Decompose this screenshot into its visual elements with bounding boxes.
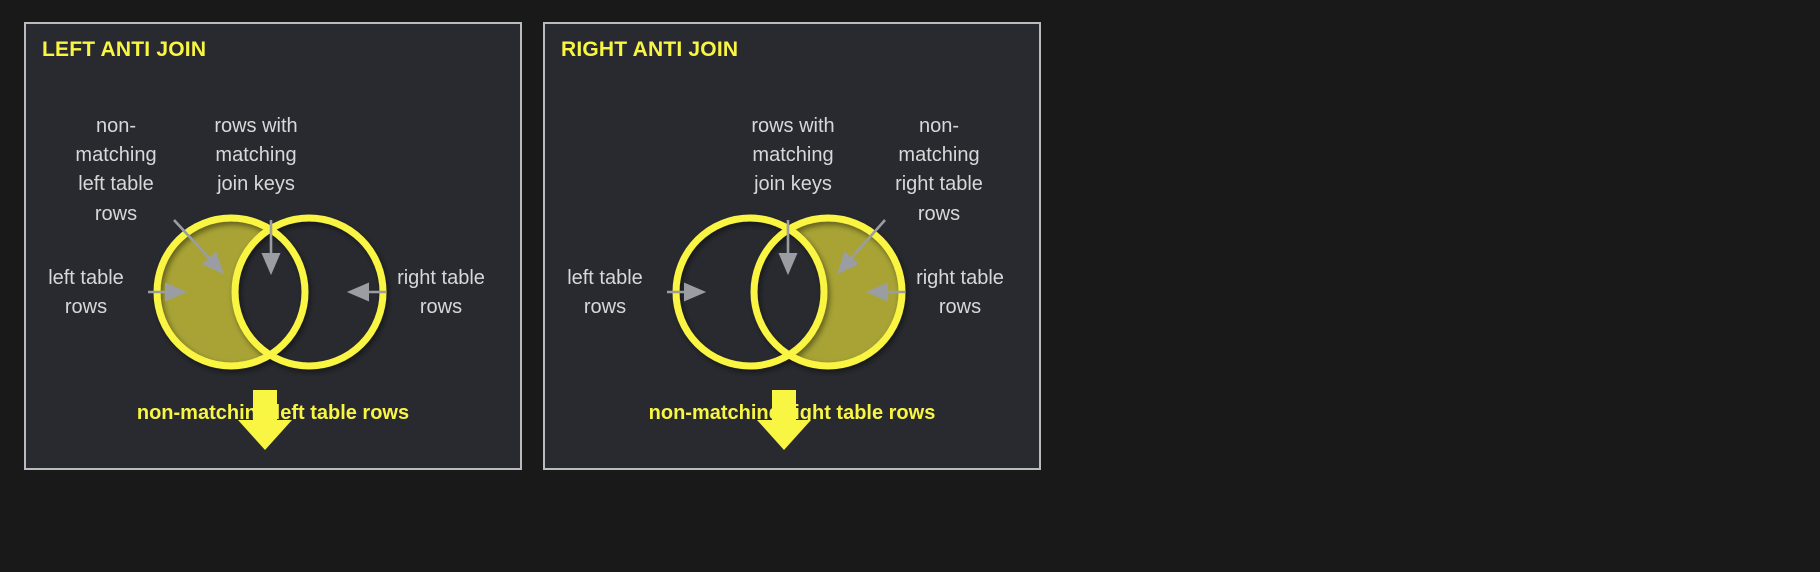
venn-diagram-left: non- matching left table rows rows with … [26, 24, 524, 472]
annotation-left-table-rows: left table rows [567, 267, 643, 319]
venn-diagram-right: rows with matching join keys non- matchi… [545, 24, 1043, 472]
annotation-matching-join-keys: rows with matching join keys [751, 115, 835, 196]
result-down-arrow [757, 390, 811, 450]
result-label: non-matching left table rows [136, 402, 410, 424]
arrow-to-left-only [173, 219, 225, 275]
panel-left-anti-join: LEFT ANTI JOIN [24, 22, 524, 472]
annotation-left-table-rows: left table rows [48, 267, 124, 319]
venn-svg [26, 24, 524, 472]
annotation-right-table-rows: right table rows [397, 267, 485, 319]
panel-right-anti-join: RIGHT ANTI JOIN [543, 22, 1043, 472]
annotation-non-matching-left-rows: non- matching left table rows [75, 115, 157, 225]
result-down-arrow [238, 390, 292, 450]
venn-svg [545, 24, 1043, 472]
connector-arrows [148, 219, 386, 302]
annotation-right-table-rows: right table rows [916, 267, 1004, 319]
connector-arrows [667, 219, 905, 302]
annotation-matching-join-keys: rows with matching join keys [214, 115, 298, 196]
annotation-non-matching-right-rows: non- matching right table rows [895, 115, 983, 225]
arrow-to-right-only [836, 219, 886, 275]
result-label: non-matching right table rows [648, 402, 936, 424]
